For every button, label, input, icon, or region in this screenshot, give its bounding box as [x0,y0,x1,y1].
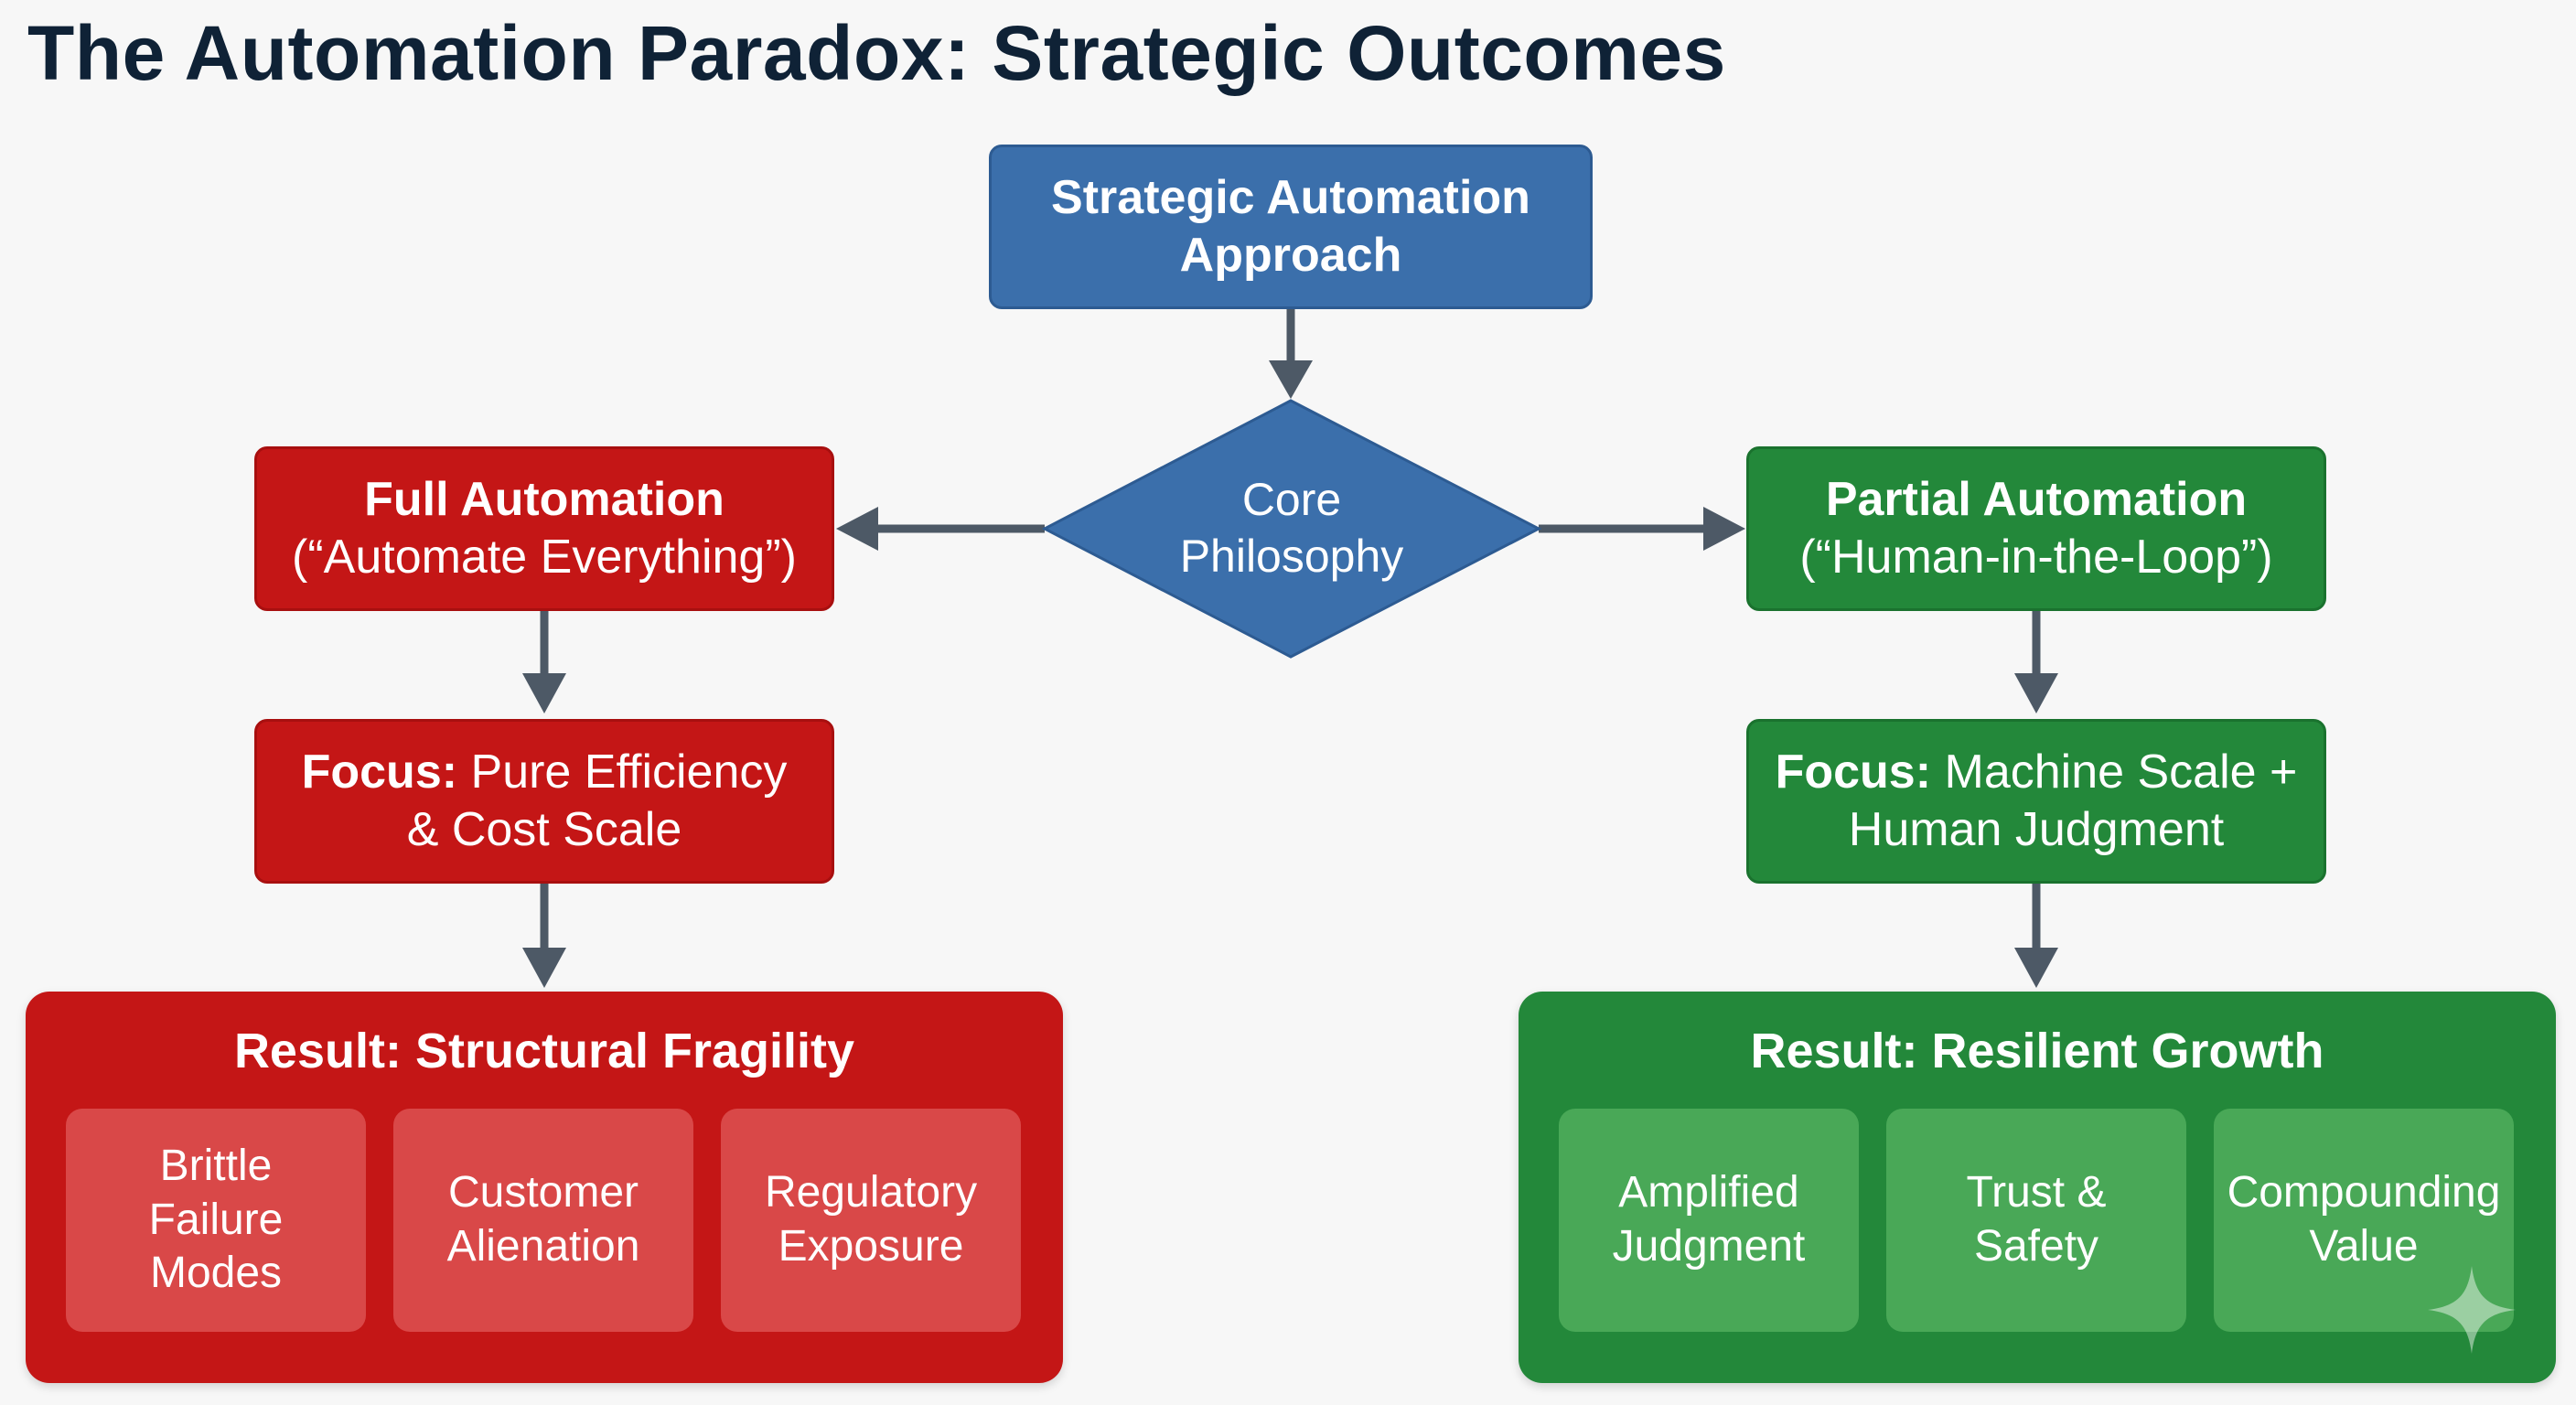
right-result-title: Result: Resilient Growth [1750,1024,2324,1078]
right-focus-line1: Machine Scale + [1944,745,2298,799]
left-approach-box: Full Automation (“Automate Everything”) [254,446,834,611]
right-approach-box: Partial Automation (“Human-in-the-Loop”) [1746,446,2326,611]
right-focus-line1-wrap: Focus: Machine Scale + [1776,744,2298,801]
right-result-item-1: Amplified Judgment [1559,1109,1859,1332]
decision-diamond [1041,399,1542,659]
right-item-2-line2: Safety [1973,1222,2099,1271]
right-approach-subtitle: (“Human-in-the-Loop”) [1799,531,2273,584]
left-focus-box: Focus: Pure Efficiency & Cost Scale [254,719,834,884]
arrowhead-left [836,507,878,551]
diagram-title: The Automation Paradox: Strategic Outcom… [27,10,1726,96]
right-result-item-3: Compounding Value [2214,1109,2514,1332]
decision-line1: Core [1241,474,1342,525]
left-item-3-line1: Regulatory [764,1168,978,1217]
arrowhead-right [1703,507,1745,551]
right-item-3-line1: Compounding [2227,1168,2501,1217]
arrowhead-right-result [2014,948,2058,988]
left-item-1-line1: Brittle [159,1142,273,1191]
right-focus-line2: Human Judgment [1848,803,2225,856]
right-item-1-line1: Amplified [1618,1168,1799,1217]
right-result-panel: Result: Resilient Growth Amplified Judgm… [1519,992,2556,1383]
top-node: Strategic Automation Approach [989,145,1593,309]
left-approach-subtitle: (“Automate Everything”) [292,531,797,584]
right-focus-box: Focus: Machine Scale + Human Judgment [1746,719,2326,884]
arrowhead-top [1269,360,1313,399]
left-item-3-line2: Exposure [778,1222,964,1271]
arrowhead-left-focus [522,673,566,713]
sparkle-icon [2428,1266,2516,1354]
left-focus-label: Focus: [301,745,458,799]
decision-line2: Philosophy [1179,531,1404,582]
right-item-3-line2: Value [2309,1222,2419,1271]
left-result-title: Result: Structural Fragility [233,1024,855,1078]
left-item-2-line2: Alienation [446,1222,640,1271]
left-focus-line2: & Cost Scale [406,803,682,856]
left-item-1-line3: Modes [149,1249,283,1298]
right-result-item-2: Trust & Safety [1886,1109,2186,1332]
left-result-item-3: Regulatory Exposure [721,1109,1021,1332]
left-focus-line1-wrap: Focus: Pure Efficiency [302,744,788,801]
left-approach-title: Full Automation [364,472,724,526]
right-approach-title: Partial Automation [1825,472,2248,526]
left-item-2-line1: Customer [447,1168,639,1217]
left-focus-line1: Pure Efficiency [470,745,788,799]
right-focus-label: Focus: [1775,745,1932,799]
left-item-1-line2: Failure [148,1195,284,1244]
right-item-2-line1: Trust & [1966,1168,2107,1217]
left-result-item-1: Brittle Failure Modes [66,1109,366,1332]
decision-label: Core Philosophy [1045,471,1539,585]
top-node-line2: Approach [1179,229,1402,282]
top-node-line1: Strategic Automation [1051,170,1530,224]
left-result-panel: Result: Structural Fragility Brittle Fai… [26,992,1063,1383]
right-item-1-line2: Judgment [1612,1222,1806,1271]
arrowhead-right-focus [2014,673,2058,713]
left-result-item-2: Customer Alienation [393,1109,693,1332]
arrowhead-left-result [522,948,566,988]
